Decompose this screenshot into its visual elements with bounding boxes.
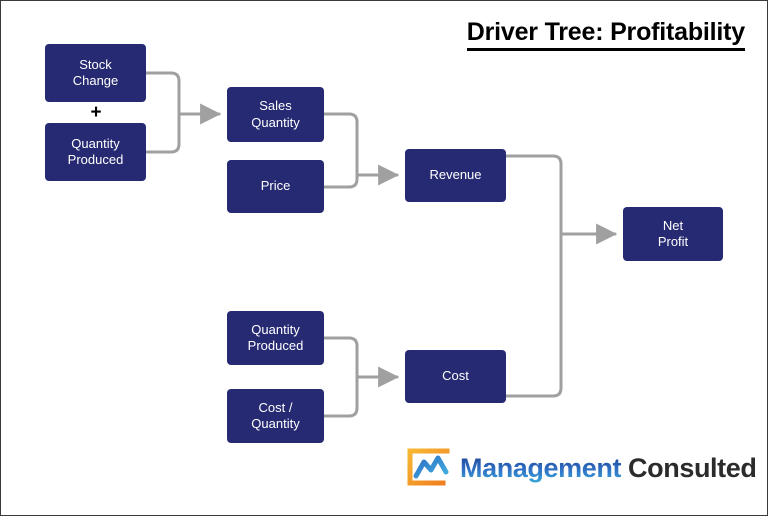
connector-price-to-merge2 [322, 166, 359, 189]
logo-word-management: Management [460, 452, 622, 483]
node-cost[interactable]: Cost [405, 350, 506, 403]
connector-stock-change-to-merge1 [144, 71, 181, 109]
node-sales-quantity[interactable]: Sales Quantity [227, 87, 324, 142]
connector-cost-per-quantity-to-merge3 [322, 368, 359, 418]
plus-operator-icon: + [90, 102, 102, 123]
logo-word-consulted: Consulted [628, 452, 757, 483]
connector-sales-quantity-to-merge2 [322, 112, 359, 170]
node-quantity-produced-1[interactable]: Quantity Produced [45, 123, 146, 181]
connector-quantity-produced-1-to-merge1 [144, 105, 181, 154]
connector-quantity-produced-2-to-merge3 [322, 336, 359, 372]
node-revenue[interactable]: Revenue [405, 149, 506, 202]
connector-revenue-to-merge4 [504, 154, 563, 229]
node-cost-per-quantity[interactable]: Cost / Quantity [227, 389, 324, 443]
node-stock-change[interactable]: Stock Change [45, 44, 146, 102]
node-price[interactable]: Price [227, 160, 324, 213]
connector-cost-to-merge4 [504, 225, 563, 398]
management-consulted-logo-icon [407, 448, 450, 486]
node-net-profit[interactable]: Net Profit [623, 207, 723, 261]
page-title: Driver Tree: Profitability [466, 18, 745, 51]
node-quantity-produced-2[interactable]: Quantity Produced [227, 311, 324, 365]
